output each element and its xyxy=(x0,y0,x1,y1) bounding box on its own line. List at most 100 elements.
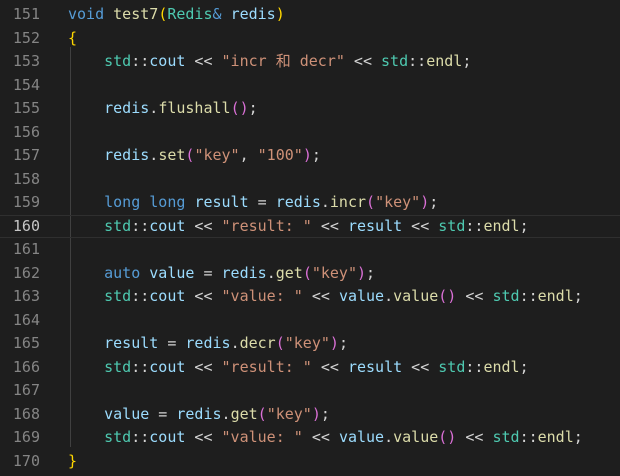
code-line[interactable]: 169 std::cout << "value: " << value.valu… xyxy=(0,426,620,450)
code-text: std::cout << "result: " << result << std… xyxy=(68,356,529,380)
code-token: :: xyxy=(465,216,484,235)
code-token: result xyxy=(194,193,249,211)
code-line[interactable]: 166 std::cout << "result: " << result <<… xyxy=(0,356,620,380)
code-token: . xyxy=(320,193,330,211)
code-token: redis xyxy=(221,263,267,282)
code-token: redis xyxy=(185,334,231,352)
code-token: long long xyxy=(104,193,186,211)
code-line[interactable]: 170} xyxy=(0,450,620,474)
line-number: 160 xyxy=(12,216,40,235)
code-token xyxy=(68,146,104,164)
code-token: std xyxy=(104,287,132,305)
code-token: "100" xyxy=(257,146,303,164)
code-token: { xyxy=(68,28,78,47)
code-token: . xyxy=(221,404,231,423)
code-token: ; xyxy=(248,99,258,117)
line-number: 169 xyxy=(12,428,40,446)
line-number: 162 xyxy=(12,263,40,282)
code-text: auto value = redis.get("key"); xyxy=(68,262,375,286)
code-token xyxy=(68,428,104,446)
code-line[interactable]: 158 xyxy=(0,168,620,192)
code-text: void test7(Redis& redis) xyxy=(68,3,285,27)
code-text: redis.flushall(); xyxy=(68,97,258,121)
line-number: 153 xyxy=(12,52,40,70)
code-line[interactable]: 157 redis.set("key", "100"); xyxy=(0,144,620,168)
code-token: decr xyxy=(239,334,276,352)
code-token: ; xyxy=(519,357,529,376)
line-number: 170 xyxy=(12,451,40,470)
code-token xyxy=(68,405,104,423)
code-text: std::cout << "incr 和 decr" << std::endl; xyxy=(68,50,471,74)
code-line[interactable]: 167 xyxy=(0,379,620,403)
code-token: "value: " xyxy=(221,428,303,446)
code-token: ( xyxy=(366,193,376,211)
code-token: ) xyxy=(275,5,285,23)
code-text: result = redis.decr("key"); xyxy=(68,332,348,356)
code-token: ) xyxy=(329,334,339,352)
code-token: redis xyxy=(104,146,150,164)
code-token: ( xyxy=(185,146,195,164)
code-token: . xyxy=(384,428,394,446)
code-token: cout xyxy=(149,52,186,70)
code-token: cout xyxy=(149,357,186,376)
code-token: "key" xyxy=(194,146,240,164)
code-token: endl xyxy=(483,216,520,235)
code-text: std::cout << "value: " << value.value() … xyxy=(68,285,583,309)
code-token: "value: " xyxy=(221,287,303,305)
code-token: cout xyxy=(149,216,186,235)
code-token: result xyxy=(104,334,159,352)
code-token: :: xyxy=(519,287,538,305)
code-token: . xyxy=(149,99,159,117)
code-line[interactable]: 153 std::cout << "incr 和 decr" << std::e… xyxy=(0,50,620,74)
code-text: long long result = redis.incr("key"); xyxy=(68,191,438,215)
code-token: ; xyxy=(519,216,529,235)
line-number: 158 xyxy=(12,169,40,188)
code-line[interactable]: 164 xyxy=(0,309,620,333)
code-token: << xyxy=(185,428,222,446)
code-token: result xyxy=(347,216,403,235)
code-token: ; xyxy=(366,263,376,282)
code-token: "result: " xyxy=(221,357,312,376)
code-token: endl xyxy=(426,52,463,70)
code-token: cout xyxy=(149,428,186,446)
code-token: redis xyxy=(104,99,150,117)
code-token: = xyxy=(248,193,276,211)
code-line[interactable]: 163 std::cout << "value: " << value.valu… xyxy=(0,285,620,309)
line-number: 156 xyxy=(12,122,40,141)
code-token: "key" xyxy=(266,404,312,423)
code-line[interactable]: 168 value = redis.get("key"); xyxy=(0,403,620,427)
line-number: 154 xyxy=(12,75,40,94)
code-token: :: xyxy=(519,428,538,446)
code-token: test7 xyxy=(113,5,159,23)
code-token: "key" xyxy=(375,193,421,211)
code-line[interactable]: 156 xyxy=(0,121,620,145)
code-token: . xyxy=(266,263,276,282)
code-line[interactable]: 152{ xyxy=(0,27,620,51)
code-line[interactable]: 160 std::cout << "result: " << result <<… xyxy=(0,214,620,238)
line-number: 168 xyxy=(12,404,40,423)
code-token: redis xyxy=(275,193,321,211)
code-token: ( xyxy=(257,404,267,423)
code-line[interactable]: 154 xyxy=(0,74,620,98)
code-line[interactable]: 165 result = redis.decr("key"); xyxy=(0,332,620,356)
code-token: value xyxy=(338,287,385,305)
code-token: ; xyxy=(462,52,472,70)
code-line[interactable]: 155 redis.flushall(); xyxy=(0,97,620,121)
indent-guide xyxy=(70,47,71,447)
code-token xyxy=(104,5,113,23)
code-token: void xyxy=(68,5,105,23)
code-token: ) xyxy=(302,146,312,164)
code-token xyxy=(222,5,231,23)
code-text: } xyxy=(68,450,77,474)
code-line[interactable]: 159 long long result = redis.incr("key")… xyxy=(0,191,620,215)
code-token: ) xyxy=(420,193,430,211)
code-token: std xyxy=(381,52,409,70)
code-token: set xyxy=(158,146,186,164)
code-token: ) xyxy=(311,404,321,423)
code-line[interactable]: 162 auto value = redis.get("key"); xyxy=(0,262,620,286)
line-number: 164 xyxy=(12,310,40,329)
code-token xyxy=(68,99,104,117)
code-line[interactable]: 161 xyxy=(0,238,620,262)
